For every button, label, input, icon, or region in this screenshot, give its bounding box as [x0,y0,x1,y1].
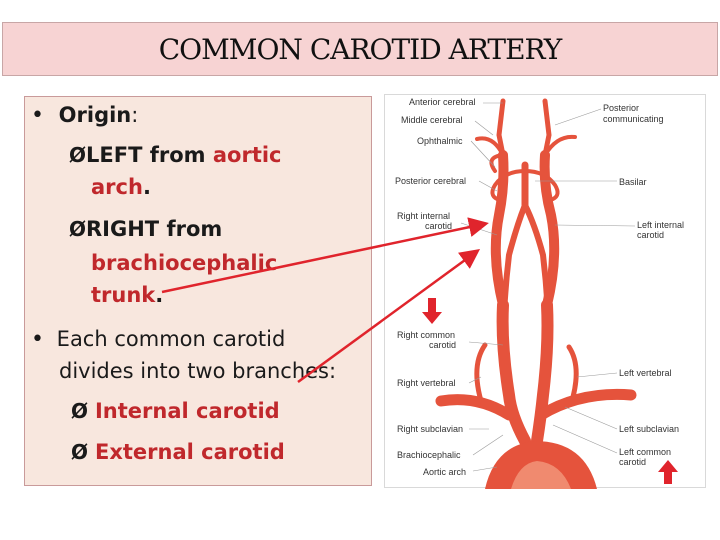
artery-diagram: Anterior cerebral Middle cerebral Ophtha… [384,94,706,489]
anterior-cerebral-vessel [496,98,506,158]
left-aortic: aortic [212,143,282,167]
bullet-divides: • Each common carotid [31,327,285,352]
bullet-dot: • [31,327,44,352]
label-right-subclavian: Right subclavian [397,424,463,434]
leader-line [552,424,618,454]
branch-external: Ø External carotid [71,440,285,464]
leader-line [472,434,504,456]
right-dot: . [155,283,164,307]
leader-line [554,224,636,227]
right-brachiocephalic: brachiocephalic [91,251,278,275]
leader-line [474,120,494,136]
right-common-carotid-vessel [496,299,531,447]
title-bar: COMMON CAROTID ARTERY [2,22,718,76]
label-right-common-1: Right common [397,330,455,340]
right-trunk: trunk [91,283,156,307]
label-middle-cerebral: Middle cerebral [401,115,463,125]
left-origin-line2: arch. [91,175,151,199]
right-origin-line3: trunk. [91,283,163,307]
text-panel: • Origin: ØLEFT from aortic arch. ØRIGHT… [24,96,372,486]
label-left-internal-2: carotid [637,230,664,240]
anterior-cerebral-vessel-left [542,98,552,158]
leader-line [470,140,496,168]
arrow-bullet-icon: Ø [71,399,95,423]
leader-line [564,406,618,430]
divides-line1: Each common carotid [56,327,286,351]
bullet-dot: • [31,103,44,128]
branch-internal-text: Internal carotid [94,399,280,423]
divides-line2: divides into two branches: [59,359,337,383]
right-word: RIGHT [86,217,160,241]
leader-line [472,466,498,472]
label-brachiocephalic: Brachiocephalic [397,450,461,460]
label-aortic-arch: Aortic arch [423,467,466,477]
label-left-common-2: carotid [619,457,646,467]
right-from: from [159,217,223,241]
label-posterior-communicating-2: communicating [603,114,664,124]
left-arch: arch [91,175,143,199]
leader-line [576,372,618,378]
posterior-cerebral-vessel-left [523,169,560,201]
label-right-common-2: carotid [429,340,456,350]
bullet-origin: • Origin: [31,103,138,128]
label-basilar: Basilar [619,177,647,187]
origin-label: Origin [58,103,132,127]
right-internal-carotid-vessel [490,150,509,310]
label-ophthalmic: Ophthalmic [417,136,463,146]
label-posterior-cerebral: Posterior cerebral [395,176,466,186]
leader-line [460,222,498,236]
label-left-common-1: Left common [619,447,671,457]
left-internal-carotid-vessel [539,150,560,310]
label-right-vertebral: Right vertebral [397,378,456,388]
branch-internal: Ø Internal carotid [71,399,280,423]
right-subclavian-vessel [435,394,515,421]
slide-title: COMMON CAROTID ARTERY [158,33,562,66]
left-from: from [142,143,213,167]
artery-vessels [435,98,637,447]
arrow-bullet-icon: Ø [71,440,95,464]
left-origin-line: ØLEFT from aortic [69,143,282,167]
artery-diagram-svg: Anterior cerebral Middle cerebral Ophtha… [395,97,684,489]
label-right-internal-1: Right internal [397,211,450,221]
aortic-arch-highlight [511,461,571,489]
left-dot: . [142,175,151,199]
label-right-internal-2: carotid [425,221,452,231]
left-vertebral-vessel [566,344,579,400]
origin-colon: : [131,103,139,127]
right-origin-line: ØRIGHT from [69,217,222,241]
label-left-vertebral: Left vertebral [619,368,672,378]
left-common-carotid-vessel [531,299,554,447]
leader-line [554,108,602,126]
leader-lines [460,102,636,472]
label-left-internal-1: Left internal [637,220,684,230]
leader-line [478,180,498,192]
right-vertebral-vessel [474,342,488,404]
left-word: LEFT [86,143,143,167]
label-anterior-cerebral: Anterior cerebral [409,97,476,107]
left-subclavian-vessel [535,388,637,421]
branch-external-text: External carotid [94,440,285,464]
arrow-bullet-icon: Ø [69,217,87,241]
label-posterior-communicating-1: Posterior [603,103,639,113]
label-left-subclavian: Left subclavian [619,424,679,434]
posterior-cerebral-vessel [490,169,527,201]
arrow-bullet-icon: Ø [69,143,87,167]
